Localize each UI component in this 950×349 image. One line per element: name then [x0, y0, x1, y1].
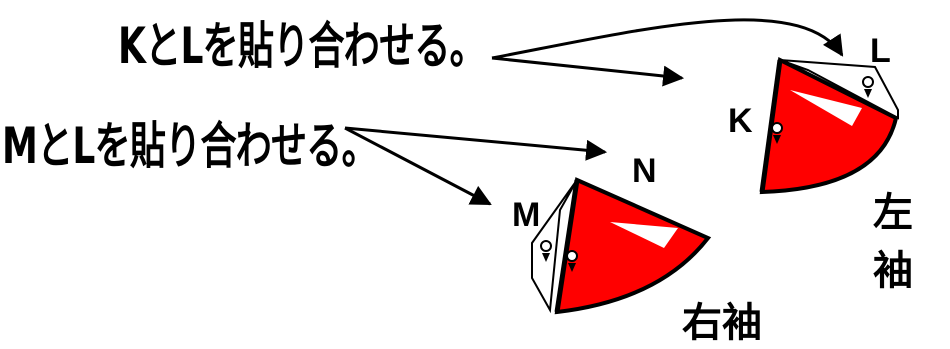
label-n: N: [632, 152, 657, 190]
left-sleeve-flap: [779, 59, 899, 120]
arrows: [344, 18, 844, 206]
left-sleeve-notch: [790, 90, 862, 126]
label-k: K: [728, 102, 753, 140]
right-sleeve-seam: [554, 179, 580, 313]
left-sleeve-seam: [759, 59, 783, 193]
arrow-to-l: [491, 18, 844, 60]
label-m: M: [512, 196, 541, 234]
right-sleeve-marks: [540, 240, 578, 272]
left-sleeve-marks: [771, 76, 874, 144]
instruction-m-l: MとLを貼り合わせる。: [2, 117, 378, 175]
arrow-to-m: [344, 126, 492, 206]
arrow-to-n: [344, 126, 608, 161]
instruction-k-l: KとLを貼り合わせる。: [118, 17, 486, 75]
right-sleeve-flap: [531, 179, 578, 314]
label-l: L: [870, 32, 891, 70]
label-left-sleeve: 左袖: [873, 190, 913, 294]
label-right-sleeve: 右袖: [682, 300, 762, 346]
right-sleeve-shape: [531, 177, 712, 315]
right-sleeve-fill: [554, 177, 712, 315]
left-sleeve-shape: [759, 56, 899, 195]
right-sleeve-notch: [610, 222, 678, 248]
arrow-to-k: [491, 56, 685, 87]
